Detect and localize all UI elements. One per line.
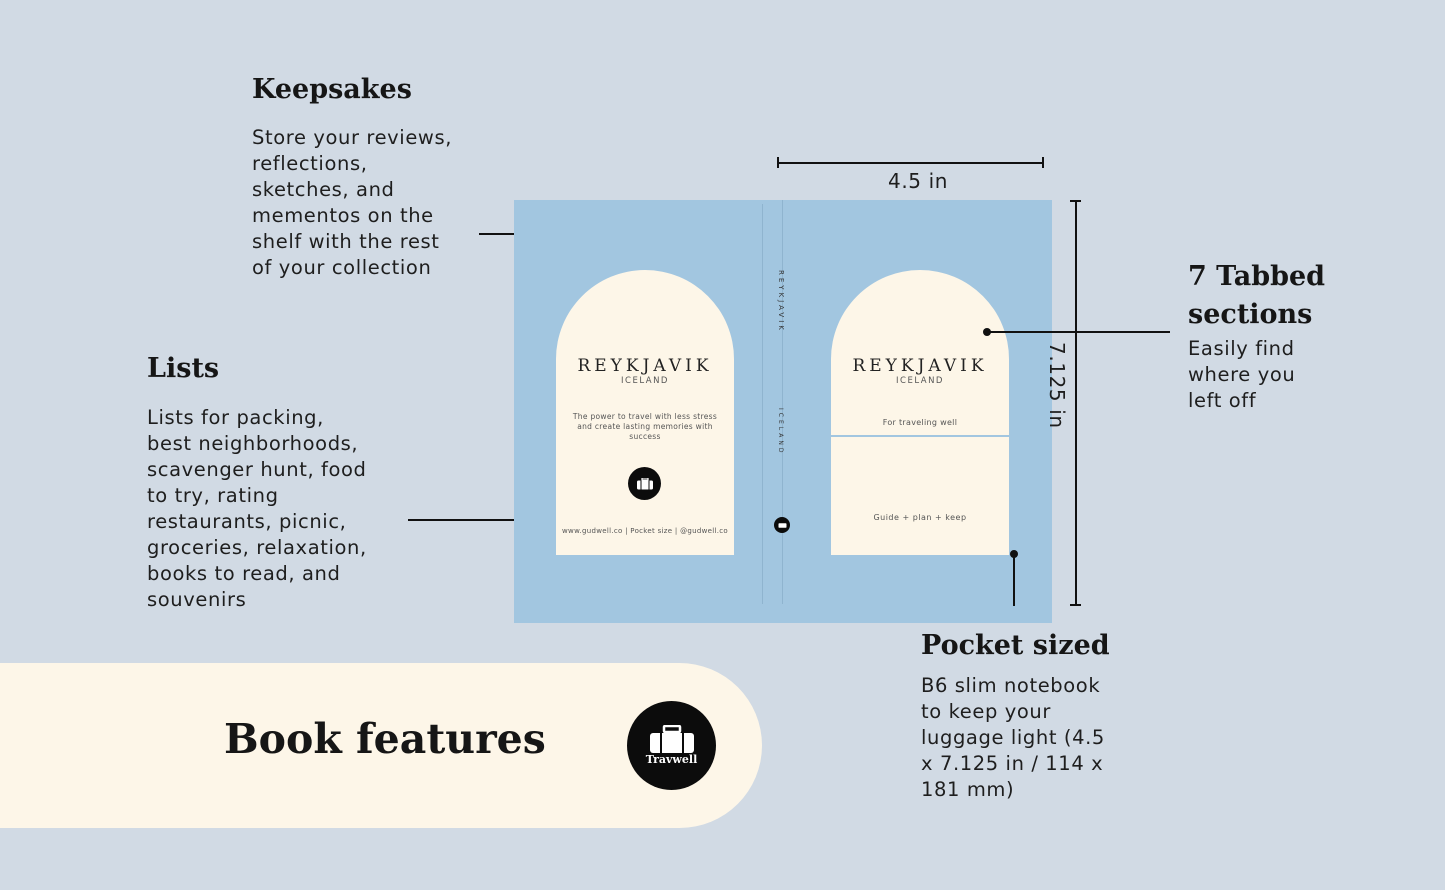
- luggage-icon: [636, 477, 653, 489]
- book-features-title: Book features: [224, 715, 546, 763]
- height-dimension-cap-bottom: [1070, 604, 1081, 606]
- pocket-section: Pocket sized B6 slim notebook to keep yo…: [921, 630, 1181, 803]
- spine-subtitle: ICELAND: [777, 408, 784, 456]
- pocket-pointer-line: [1013, 554, 1015, 606]
- back-cover-subtitle: ICELAND: [621, 376, 669, 386]
- front-cover-title: REYKJAVIK: [852, 356, 988, 376]
- lists-pointer-line: [408, 519, 558, 521]
- front-cover-tagline: For traveling well: [882, 418, 958, 427]
- lists-heading: Lists: [147, 353, 220, 384]
- pocket-heading: Pocket sized: [921, 630, 1110, 661]
- tabbed-pointer-line: [988, 331, 1170, 333]
- front-cover-arch: REYKJAVIK ICELAND For traveling well Gui…: [831, 270, 1009, 555]
- tabbed-heading: 7 Tabbed sections: [1188, 261, 1326, 330]
- keepsakes-description: Store your reviews, reflections, sketche…: [252, 126, 453, 279]
- spine-right-edge: [782, 200, 783, 604]
- book-features-banner: Book features Travwell: [0, 663, 762, 828]
- luggage-icon: [778, 523, 786, 528]
- spine-logo: [774, 517, 790, 533]
- height-dimension-line: [1075, 201, 1077, 606]
- keepsakes-heading: Keepsakes: [252, 74, 412, 105]
- back-cover-arch: REYKJAVIK ICELAND The power to travel wi…: [556, 270, 734, 555]
- book-cover: REYKJAVIK ICELAND The power to travel wi…: [514, 200, 1052, 623]
- tabbed-section: 7 Tabbed sections Easily find where you …: [1188, 258, 1428, 414]
- spine-title: REYKJAVIK: [777, 270, 785, 333]
- back-cover-footer: www.gudwell.co | Pocket size | @gudwell.…: [562, 527, 728, 535]
- width-dimension-label: 4.5 in: [888, 169, 948, 193]
- front-cover-tab-divider: [831, 435, 1009, 437]
- lists-description: Lists for packing, best neighborhoods, s…: [147, 406, 367, 611]
- height-dimension-cap-top: [1070, 200, 1081, 202]
- back-cover-logo: [628, 467, 661, 500]
- width-dimension-cap-left: [777, 157, 779, 168]
- width-dimension-line: [778, 162, 1044, 164]
- tabbed-pointer-dot: [983, 328, 991, 336]
- tabbed-description: Easily find where you left off: [1188, 337, 1296, 412]
- lists-section: Lists Lists for packing, best neighborho…: [147, 353, 397, 613]
- back-cover-tagline: The power to travel with less stress and…: [572, 412, 718, 441]
- front-cover-subtitle: ICELAND: [896, 376, 944, 386]
- spine-left-edge: [762, 204, 763, 604]
- front-cover-footer: Guide + plan + keep: [873, 513, 967, 522]
- pocket-description: B6 slim notebook to keep your luggage li…: [921, 674, 1105, 801]
- back-cover-title: REYKJAVIK: [577, 356, 713, 376]
- width-dimension-cap-right: [1042, 157, 1044, 168]
- luggage-icon: [649, 725, 694, 753]
- travwell-logo-text: Travwell: [645, 753, 698, 766]
- height-dimension-label: 7.125 in: [1045, 342, 1069, 429]
- keepsakes-section: Keepsakes Store your reviews, reflection…: [252, 74, 492, 281]
- pocket-pointer-dot: [1010, 550, 1018, 558]
- travwell-logo: Travwell: [627, 701, 716, 790]
